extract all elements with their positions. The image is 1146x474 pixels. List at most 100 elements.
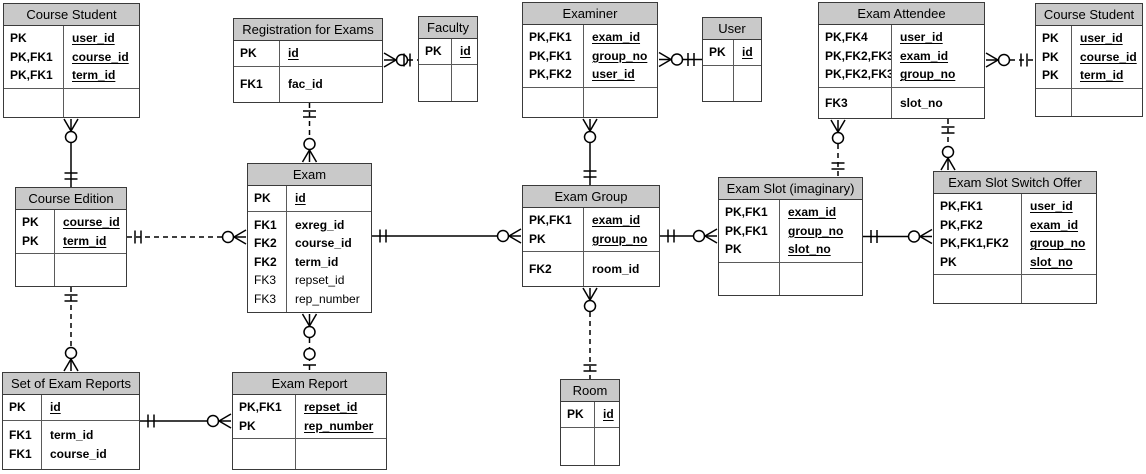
column-divider [583, 25, 584, 117]
attribute-name: term_id [50, 428, 94, 443]
column-divider [779, 200, 780, 295]
attribute-name: slot_no [788, 242, 831, 256]
attribute-row: PK,FK2,FK3 group_no [819, 65, 984, 84]
attribute-row: PK course_id [1036, 48, 1142, 67]
attribute-name: rep_number [295, 291, 360, 306]
column-divider [295, 395, 296, 469]
attribute-name: id [295, 191, 306, 205]
column-divider [63, 26, 64, 117]
attribute-key: PK [239, 418, 256, 433]
attribute-name: user_id [900, 30, 943, 44]
attribute-key: PK,FK2 [940, 217, 983, 232]
entity-title: Course Student [1036, 4, 1142, 26]
relationship-course_edition-exam [127, 229, 247, 245]
attribute-key: FK2 [529, 261, 552, 276]
attribute-key: PK [240, 46, 257, 60]
attribute-name: course_id [63, 215, 120, 229]
relationship-examiner-exam_group [582, 118, 598, 185]
attribute-name: group_no [592, 48, 648, 63]
attribute-name: exam_id [1030, 217, 1079, 232]
attribute-name: id [460, 44, 471, 58]
relationship-exam-exam_group [372, 228, 522, 244]
attribute-key: PK,FK1 [10, 49, 53, 64]
column-divider [451, 39, 452, 101]
attribute-name: exam_id [788, 205, 837, 219]
attribute-name: id [50, 400, 61, 414]
attribute-name: course_id [1080, 49, 1137, 64]
attribute-key: PK [567, 407, 584, 421]
column-divider [594, 402, 595, 465]
attribute-row: FK3 repset_id [248, 271, 371, 290]
attribute-name: exreg_id [295, 217, 345, 232]
attribute-key: PK,FK1 [239, 400, 282, 414]
entity-title: Exam Group [523, 186, 659, 208]
column-divider [733, 40, 734, 101]
attribute-name: repset_id [295, 273, 345, 287]
attribute-name: repset_id [304, 400, 358, 414]
empty-section [561, 426, 619, 466]
attribute-key: PK,FK2,FK3 [825, 67, 891, 81]
attribute-section: PK id [3, 395, 139, 420]
attribute-name: slot_no [900, 95, 943, 110]
attribute-row: PK id [419, 42, 477, 61]
attribute-name: term_id [72, 68, 116, 82]
relationship-exam_attendee-exam_slot [830, 119, 846, 177]
entity-title: Faculty [419, 17, 477, 39]
attribute-name: slot_no [1030, 254, 1073, 269]
attribute-name: group_no [900, 67, 956, 81]
attribute-name: term_id [295, 254, 339, 269]
attribute-key: PK [1042, 68, 1059, 82]
empty-section [703, 64, 761, 102]
attribute-key: PK [725, 242, 742, 256]
relationship-course_student-course_edition [63, 118, 79, 187]
column-divider [41, 395, 42, 469]
attribute-key: PK,FK1 [725, 223, 768, 238]
attribute-key: FK3 [254, 273, 277, 287]
attribute-key: PK,FK1 [10, 68, 53, 82]
attribute-key: FK2 [254, 254, 277, 269]
attribute-row: PK course_id [16, 213, 126, 232]
attribute-name: user_id [592, 67, 635, 81]
entity-title: Exam Slot (imaginary) [719, 178, 862, 200]
attribute-key: PK,FK1 [725, 205, 768, 219]
entity-title: User [703, 18, 761, 40]
attribute-key: PK [22, 215, 39, 229]
entity-title: Exam Slot Switch Offer [934, 172, 1096, 194]
attribute-key: PK [709, 45, 726, 59]
entity-title: Set of Exam Reports [3, 373, 139, 395]
attribute-key: PK [1042, 49, 1059, 64]
attribute-key: PK,FK1 [529, 48, 572, 63]
attribute-key: PK [425, 44, 442, 58]
attribute-key: PK [9, 400, 26, 414]
attribute-section: PK id [419, 39, 477, 64]
